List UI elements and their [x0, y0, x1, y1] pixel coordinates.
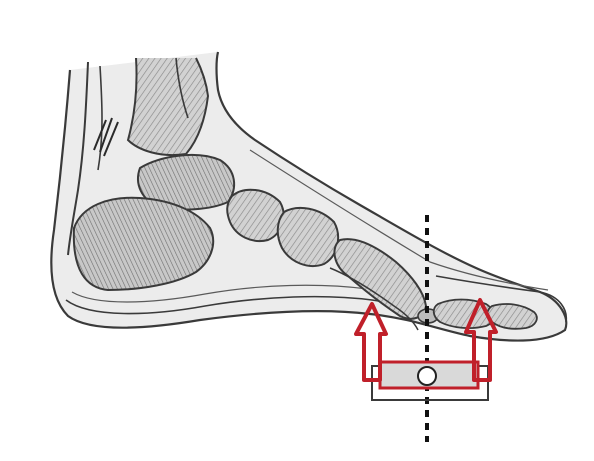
proximal-phalanx-bone: [434, 300, 494, 329]
foot-skin-outline: [51, 52, 566, 341]
insert-center-marker: [418, 367, 436, 385]
tibia-bone: [128, 58, 208, 155]
